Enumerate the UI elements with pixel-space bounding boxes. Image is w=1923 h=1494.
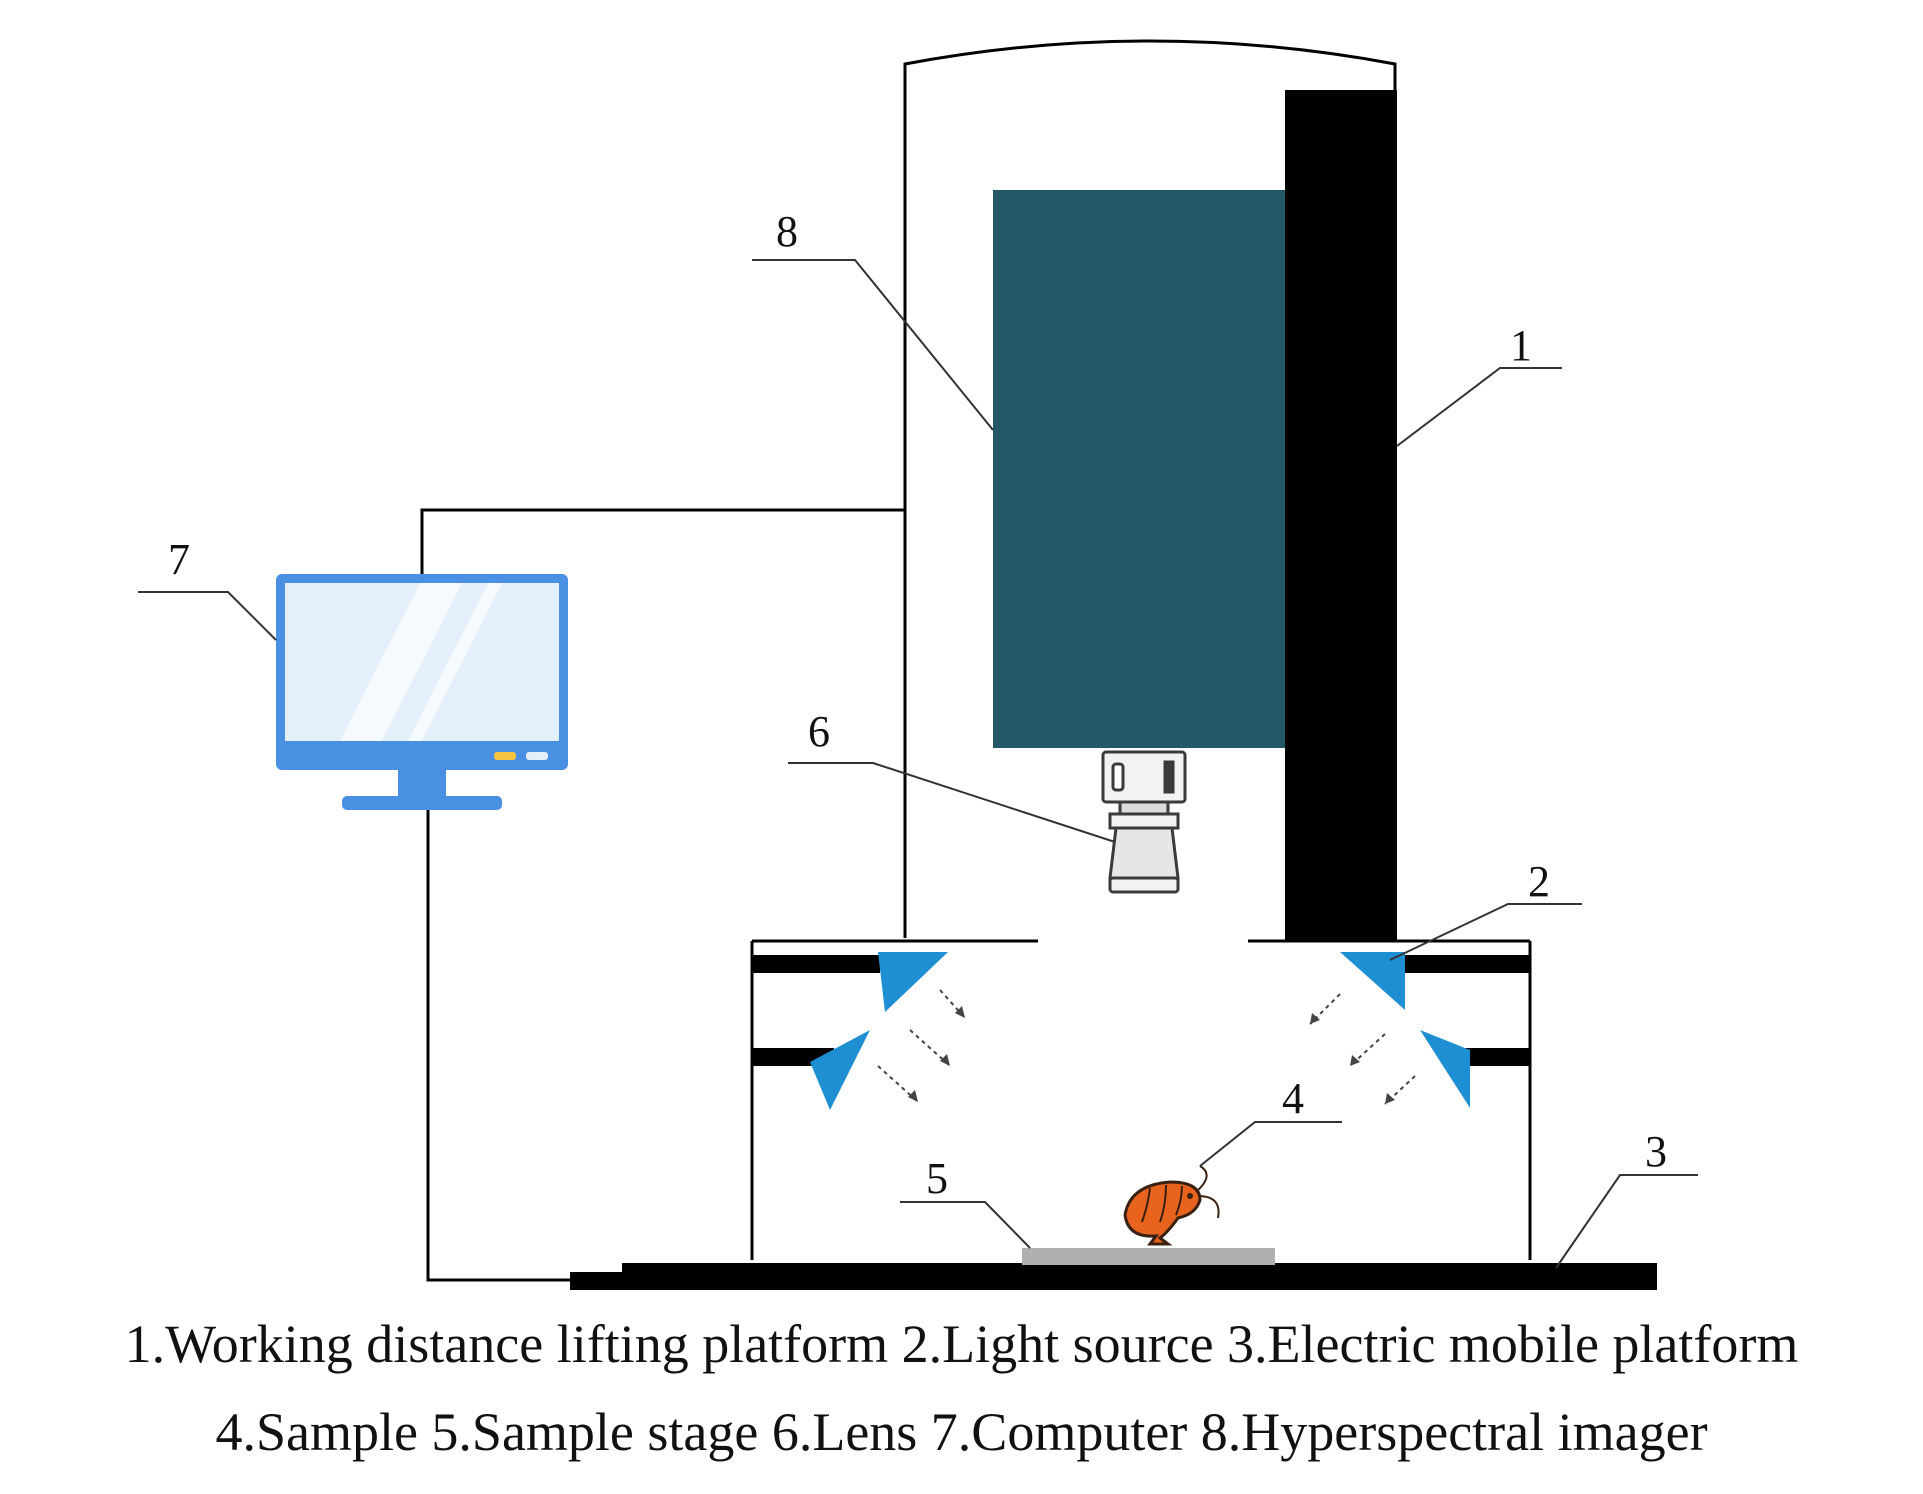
light-ray-arrowheads bbox=[908, 1006, 1395, 1104]
label-1: 1 bbox=[1510, 321, 1532, 370]
label-3: 3 bbox=[1645, 1127, 1667, 1176]
hyperspectral-system-diagram: 8 1 2 3 4 5 6 7 bbox=[138, 39, 1698, 1290]
label-5: 5 bbox=[926, 1154, 948, 1203]
label-4: 4 bbox=[1282, 1074, 1304, 1123]
label-6: 6 bbox=[808, 707, 830, 756]
electric-mobile-platform bbox=[570, 1263, 1657, 1290]
lens-icon bbox=[1101, 750, 1187, 894]
computer-monitor-icon bbox=[276, 574, 568, 810]
hyperspectral-imager bbox=[993, 190, 1285, 748]
caption-line-1: 1.Working distance lifting platform 2.Li… bbox=[124, 1314, 1799, 1374]
label-8: 8 bbox=[776, 207, 798, 256]
figure-caption: 1.Working distance lifting platform 2.Li… bbox=[0, 1300, 1923, 1476]
sample-stage bbox=[1022, 1248, 1275, 1265]
light-rays bbox=[877, 989, 1416, 1105]
label-7: 7 bbox=[168, 535, 190, 584]
lifting-platform-column bbox=[1285, 90, 1397, 941]
caption-line-2: 4.Sample 5.Sample stage 6.Lens 7.Compute… bbox=[215, 1402, 1708, 1462]
shelves bbox=[752, 955, 1530, 1066]
label-2: 2 bbox=[1528, 857, 1550, 906]
leader-lines bbox=[138, 259, 1698, 1269]
sample-shrimp-icon bbox=[1123, 1165, 1220, 1246]
cable bbox=[420, 508, 905, 1282]
light-source bbox=[810, 952, 1470, 1110]
